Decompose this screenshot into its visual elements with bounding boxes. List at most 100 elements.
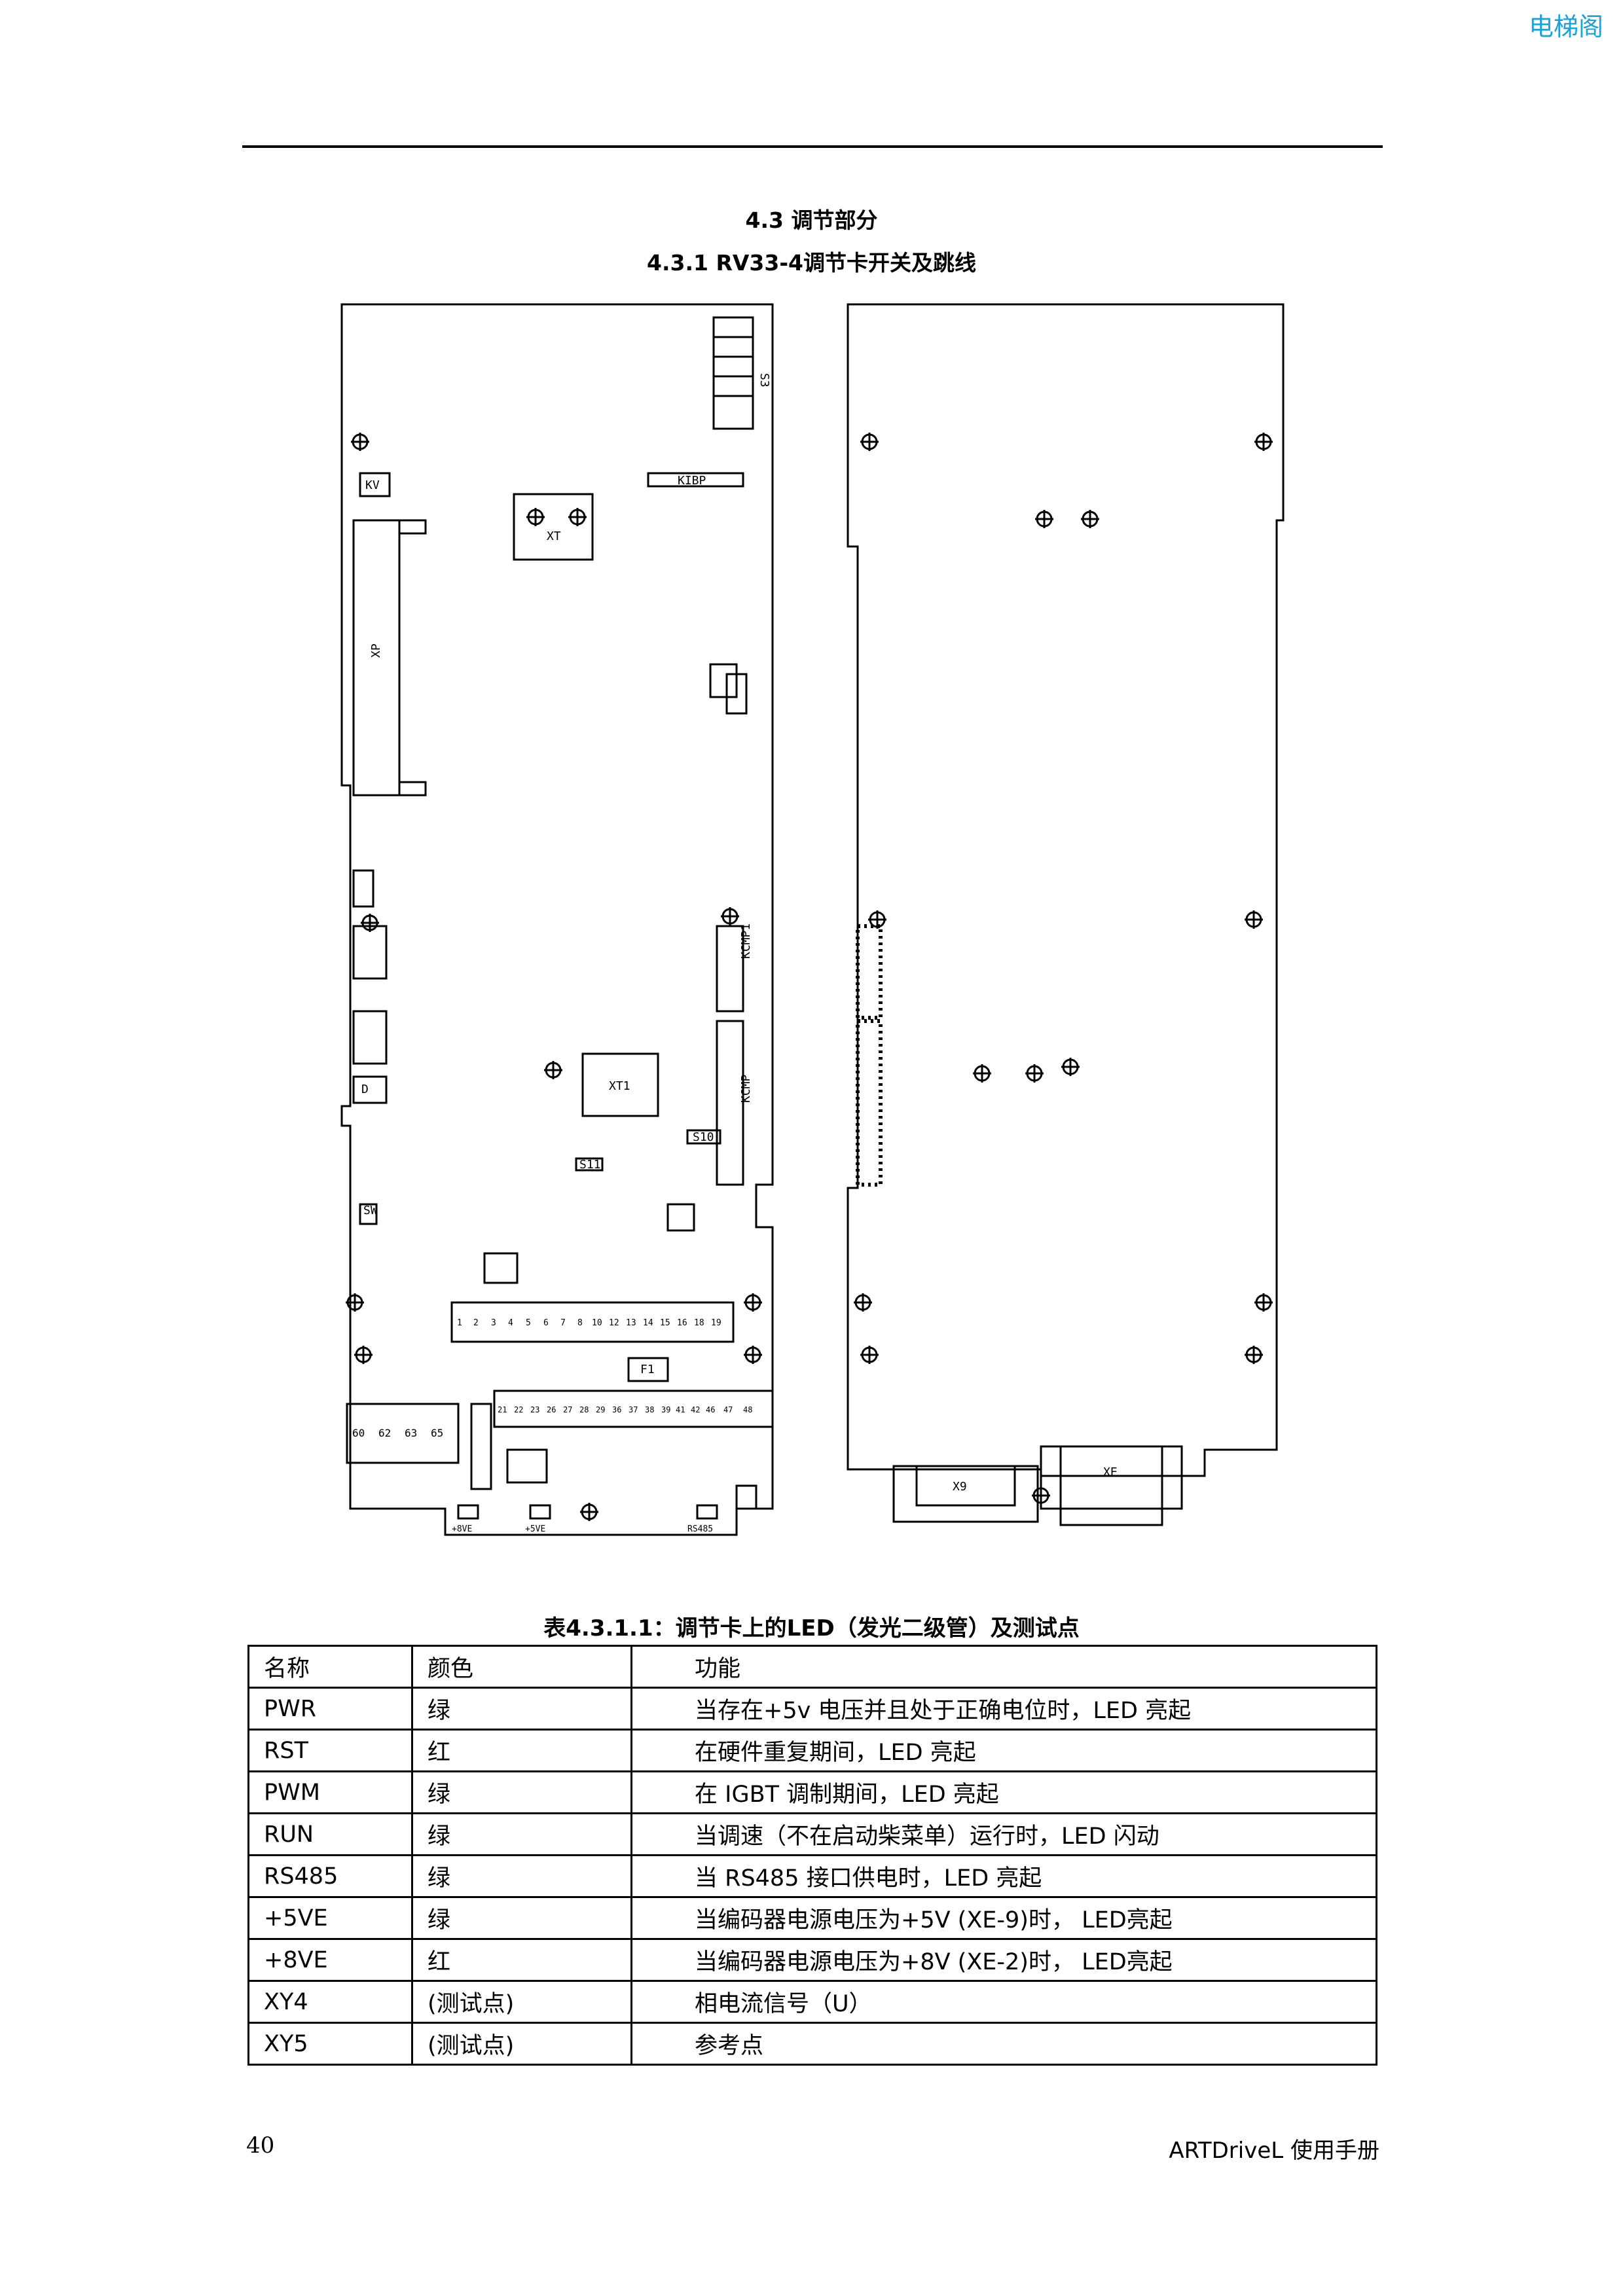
kibp-jumper [647,472,744,488]
cell-function: 相电流信号（U） [630,1980,1377,2024]
cell-name: PWM [247,1770,413,1814]
cell-function: 参考点 [630,2022,1377,2066]
cell-name: +8VE [247,1938,413,1982]
xp-connector [352,519,401,797]
cell-name: RUN [247,1812,413,1856]
x9-connector [892,1465,1039,1523]
svg-text:63: 63 [405,1427,417,1439]
svg-text:48: 48 [743,1405,752,1414]
s3-block [712,316,754,430]
svg-text:26: 26 [547,1405,556,1414]
table-row: XY5 (测试点) 参考点 [247,2022,1377,2066]
svg-text:36: 36 [612,1405,621,1414]
table-row: RS485 绿 当 RS485 接口供电时，LED 亮起 [247,1854,1377,1898]
svg-text:+8VE: +8VE [452,1524,472,1534]
brand-watermark: 电梯阁 [1528,12,1603,41]
svg-text:37: 37 [629,1405,638,1414]
left-board-outline [340,303,774,1536]
table-row: XY4 (测试点) 相电流信号（U） [247,1980,1377,2024]
label-xe: XE [1103,1465,1118,1479]
svg-text:5: 5 [526,1318,531,1328]
table-row: PWM 绿 在 IGBT 调制期间，LED 亮起 [247,1770,1377,1814]
svg-text:19: 19 [711,1318,721,1328]
header-function: 功能 [630,1645,1377,1689]
svg-text:27: 27 [563,1405,572,1414]
label-kcmp1: KCMP1 [739,924,753,959]
cell-name: XY4 [247,1980,413,2024]
svg-text:65: 65 [431,1427,443,1439]
header-name: 名称 [247,1645,413,1689]
led-labels: +8VE +5VE RS485 [452,1524,713,1534]
cell-function: 当调速（不在启动柴菜单）运行时，LED 闪动 [630,1812,1377,1856]
table-row: RUN 绿 当调速（不在启动柴菜单）运行时，LED 闪动 [247,1812,1377,1856]
svg-text:6: 6 [543,1318,549,1328]
cell-color: 绿 [411,1687,632,1731]
table-caption: 表4.3.1.1：调节卡上的LED（发光二级管）及测试点 [543,1615,1080,1641]
label-s3: S3 [757,373,771,387]
table-header-row: 名称 颜色 功能 [247,1645,1377,1689]
svg-text:29: 29 [596,1405,605,1414]
label-d: D [361,1083,369,1096]
label-sw: SW [363,1204,378,1217]
label-kcmp: KCMP [739,1074,753,1103]
cell-color: 红 [411,1938,632,1982]
svg-text:7: 7 [560,1318,566,1328]
cell-function: 当 RS485 接口供电时，LED 亮起 [630,1854,1377,1898]
svg-text:60: 60 [352,1427,365,1439]
terminal-numbers-3: 60 62 63 65 [352,1427,443,1439]
svg-text:46: 46 [706,1405,715,1414]
label-s11: S11 [579,1158,601,1172]
svg-text:10: 10 [592,1318,602,1328]
table-row: RST 红 在硬件重复期间，LED 亮起 [247,1729,1377,1772]
svg-text:RS485: RS485 [687,1524,713,1534]
right-board-outline [847,303,1285,1477]
kcmp1-header [716,925,744,1013]
cell-color: (测试点) [411,1980,632,2024]
svg-text:2: 2 [473,1318,479,1328]
label-kibp: KIBP [678,474,706,488]
svg-text:38: 38 [645,1405,654,1414]
svg-text:1: 1 [457,1318,462,1328]
terminal-strip-2 [493,1390,774,1428]
svg-text:13: 13 [626,1318,636,1328]
cell-color: 绿 [411,1812,632,1856]
svg-text:23: 23 [530,1405,539,1414]
svg-text:16: 16 [677,1318,687,1328]
label-s10: S10 [693,1130,714,1144]
svg-text:39: 39 [661,1405,670,1414]
xt-block [513,493,594,561]
svg-text:41: 41 [676,1405,685,1414]
label-xt: XT [547,529,561,543]
cell-name: RS485 [247,1854,413,1898]
svg-text:18: 18 [694,1318,704,1328]
svg-text:14: 14 [643,1318,653,1328]
svg-text:+5VE: +5VE [525,1524,545,1534]
terminal-strip-1 [450,1301,735,1343]
svg-text:12: 12 [609,1318,619,1328]
cell-function: 当编码器电源电压为+5V (XE-9)时， LED亮起 [630,1896,1377,1940]
svg-text:8: 8 [577,1318,583,1328]
cell-color: 绿 [411,1770,632,1814]
label-x9: X9 [953,1480,967,1494]
xt1-block [581,1052,659,1117]
page-number: 40 [246,2132,275,2159]
label-kv: KV [365,478,380,492]
cell-function: 在 IGBT 调制期间，LED 亮起 [630,1770,1377,1814]
svg-text:15: 15 [660,1318,670,1328]
cell-name: XY5 [247,2022,413,2066]
subsection-title: 4.3.1 RV33-4调节卡开关及跳线 [647,250,976,276]
led-table: 名称 颜色 功能 PWR 绿 当存在+5v 电压并且处于正确电位时，LED 亮起… [247,1645,1377,2066]
cell-function: 当存在+5v 电压并且处于正确电位时，LED 亮起 [630,1687,1377,1731]
svg-text:4: 4 [508,1318,513,1328]
cell-name: PWR [247,1687,413,1731]
manual-title: ARTDriveL 使用手册 [1169,2138,1379,2164]
header-rule [242,145,1383,148]
cell-color: 绿 [411,1896,632,1940]
board-diagram: S3 KIBP XT XP KV XT1 KCMP1 KCMP F1 S10 S… [340,303,1285,1536]
svg-text:47: 47 [723,1405,733,1414]
svg-text:28: 28 [579,1405,589,1414]
svg-text:22: 22 [514,1405,523,1414]
kcmp-header [716,1020,744,1186]
table-row: +8VE 红 当编码器电源电压为+8V (XE-2)时， LED亮起 [247,1938,1377,1982]
cell-name: +5VE [247,1896,413,1940]
